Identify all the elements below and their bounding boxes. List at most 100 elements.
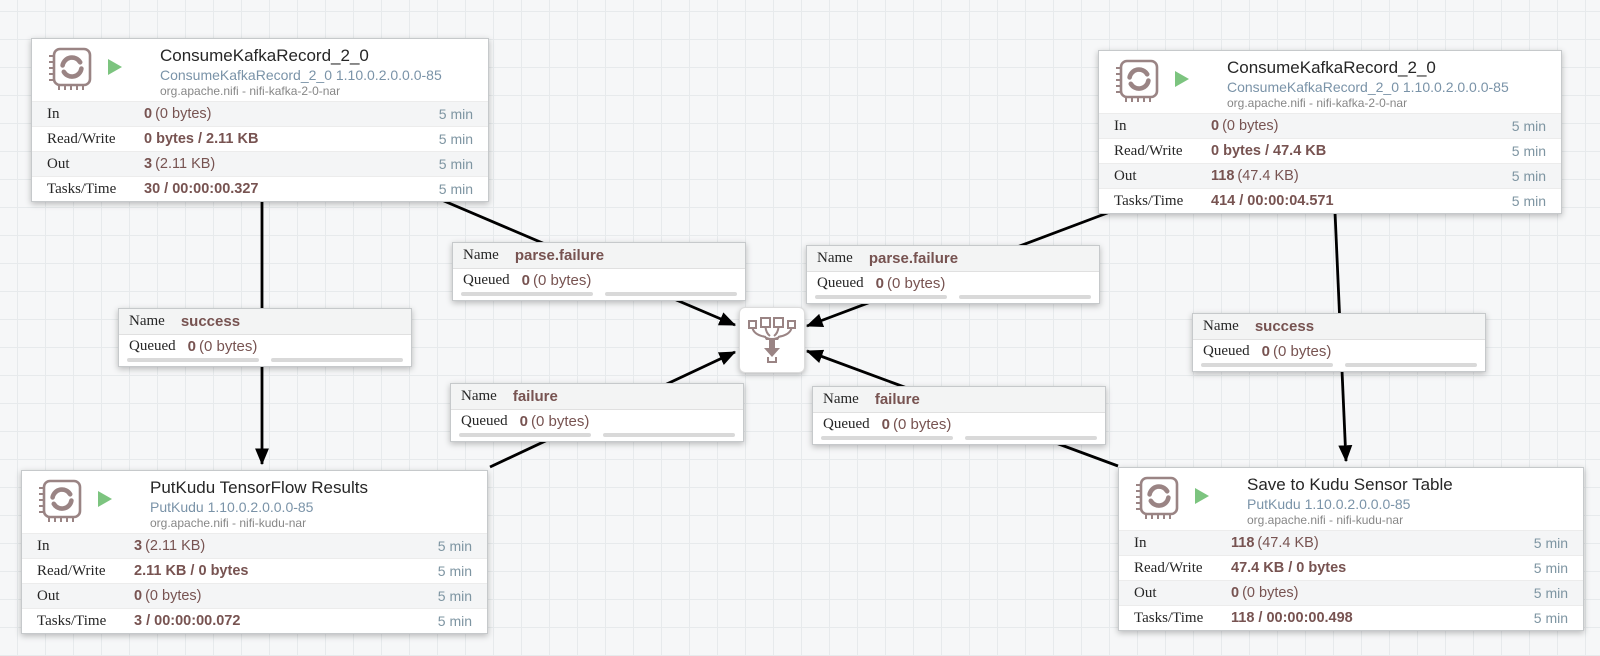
run-status-icon [98,491,112,507]
stat-time: 5 min [1533,610,1568,626]
stat-row-out: Out 3(2.11 KB) 5 min [32,151,488,176]
processor-title: ConsumeKafkaRecord_2_0 [1227,58,1436,77]
connection-label-success-right[interactable]: Name success Queued 0(0 bytes) [1192,313,1486,372]
queued-key: Queued [1203,342,1250,359]
stat-time: 5 min [1533,585,1568,601]
stat-value: 3(2.11 KB) [134,538,206,554]
stat-label: In [47,105,60,122]
stat-time: 5 min [1511,193,1546,209]
processor-bundle: org.apache.nifi - nifi-kafka-2-0-nar [160,84,341,98]
connection-label-failure-left[interactable]: Name failure Queued 0(0 bytes) [450,383,744,442]
connection-label-parse-failure-right[interactable]: Name parse.failure Queued 0(0 bytes) [806,245,1100,304]
queued-key: Queued [823,415,870,432]
stat-label: Tasks/Time [47,180,117,197]
stat-time: 5 min [438,156,473,172]
stat-row-in: In 0(0 bytes) 5 min [32,101,488,126]
processor-bundle: org.apache.nifi - nifi-kudu-nar [1247,513,1404,527]
stat-label: Out [1114,167,1137,184]
stat-row-tasks-time: Tasks/Time 3 / 00:00:00.072 5 min [22,608,487,633]
processor-header: Save to Kudu Sensor Table PutKudu 1.10.0… [1119,468,1583,530]
processor-bundle: org.apache.nifi - nifi-kafka-2-0-nar [1227,96,1408,110]
queue-count-bar [127,358,259,362]
queued-key: Queued [817,274,864,291]
queued-value: 0(0 bytes) [1261,342,1332,360]
processor-consume-kafka-right[interactable]: ConsumeKafkaRecord_2_0 ConsumeKafkaRecor… [1098,50,1562,214]
stat-value: 2.11 KB / 0 bytes [134,563,249,579]
name-key: Name [1203,318,1239,334]
stat-value: 0(0 bytes) [134,588,202,604]
name-key: Name [817,250,853,266]
stat-value: 118(47.4 KB) [1231,535,1319,551]
funnel[interactable] [739,307,805,373]
stat-time: 5 min [437,538,472,554]
connection-label-parse-failure-left[interactable]: Name parse.failure Queued 0(0 bytes) [452,242,746,301]
stat-value: 118(47.4 KB) [1211,168,1299,184]
stat-time: 5 min [438,106,473,122]
stat-row-in: In 0(0 bytes) 5 min [1099,113,1561,138]
processor-title: ConsumeKafkaRecord_2_0 [160,46,369,65]
stat-value: 30 / 00:00:00.327 [144,181,259,197]
stat-time: 5 min [437,563,472,579]
stat-value: 0 bytes / 47.4 KB [1211,143,1327,159]
queue-size-bar [1345,363,1477,367]
processor-putkudu-tensorflow[interactable]: PutKudu TensorFlow Results PutKudu 1.10.… [21,470,488,634]
stat-value: 3 / 00:00:00.072 [134,613,241,629]
stat-row-tasks-time: Tasks/Time 414 / 00:00:04.571 5 min [1099,188,1561,213]
queue-fill-bars [1193,362,1485,371]
connection-name-row: Name parse.failure [807,246,1099,272]
processor-type: ConsumeKafkaRecord_2_0 1.10.0.2.0.0.0-85 [1227,79,1509,95]
stat-value: 118 / 00:00:00.498 [1231,610,1353,626]
stat-row-out: Out 118(47.4 KB) 5 min [1099,163,1561,188]
connection-name: success [1254,318,1315,335]
processor-header: PutKudu TensorFlow Results PutKudu 1.10.… [22,471,487,533]
processor-save-kudu-sensor[interactable]: Save to Kudu Sensor Table PutKudu 1.10.0… [1118,467,1584,631]
queue-count-bar [1201,363,1333,367]
stat-time: 5 min [1533,560,1568,576]
name-key: Name [129,313,165,329]
stat-value: 47.4 KB / 0 bytes [1231,560,1347,576]
connection-queued-row: Queued 0(0 bytes) [813,413,1105,435]
connection-label-success-left[interactable]: Name success Queued 0(0 bytes) [118,308,412,367]
processor-title: Save to Kudu Sensor Table [1247,475,1453,494]
connection-name-row: Name success [1193,314,1485,340]
stat-row-tasks-time: Tasks/Time 30 / 00:00:00.327 5 min [32,176,488,201]
stat-row-read-write: Read/Write 0 bytes / 2.11 KB 5 min [32,126,488,151]
stat-label: Out [37,587,60,604]
run-status-icon [1195,488,1209,504]
stat-row-out: Out 0(0 bytes) 5 min [22,583,487,608]
queue-count-bar [821,436,953,440]
processor-type: ConsumeKafkaRecord_2_0 1.10.0.2.0.0.0-85 [160,67,442,83]
stat-time: 5 min [1511,168,1546,184]
connection-label-failure-right[interactable]: Name failure Queued 0(0 bytes) [812,386,1106,445]
stat-label: In [1134,534,1147,551]
queue-count-bar [815,295,947,299]
processor-type: PutKudu 1.10.0.2.0.0.0-85 [150,499,314,515]
processor-bundle: org.apache.nifi - nifi-kudu-nar [150,516,307,530]
name-key: Name [461,388,497,404]
stat-time: 5 min [438,131,473,147]
connection-queued-row: Queued 0(0 bytes) [807,272,1099,294]
queued-value: 0(0 bytes) [187,337,258,355]
connection-name-row: Name success [119,309,411,335]
stat-label: Read/Write [37,562,106,579]
processor-consume-kafka-left[interactable]: ConsumeKafkaRecord_2_0 ConsumeKafkaRecor… [31,38,489,202]
processor-type: PutKudu 1.10.0.2.0.0.0-85 [1247,496,1411,512]
stat-label: Tasks/Time [1114,192,1184,209]
queue-fill-bars [451,432,743,441]
queued-value: 0(0 bytes) [521,271,592,289]
stat-value: 0(0 bytes) [1231,585,1299,601]
stat-time: 5 min [1511,118,1546,134]
stat-time: 5 min [437,588,472,604]
stat-row-out: Out 0(0 bytes) 5 min [1119,580,1583,605]
queue-size-bar [959,295,1091,299]
name-key: Name [823,391,859,407]
stat-label: Read/Write [1134,559,1203,576]
stat-time: 5 min [438,181,473,197]
connection-name: failure [512,388,558,405]
queue-size-bar [605,292,737,296]
run-status-icon [1175,71,1189,87]
processor-title: PutKudu TensorFlow Results [150,478,368,497]
queue-fill-bars [807,294,1099,303]
stat-label: Read/Write [47,130,116,147]
